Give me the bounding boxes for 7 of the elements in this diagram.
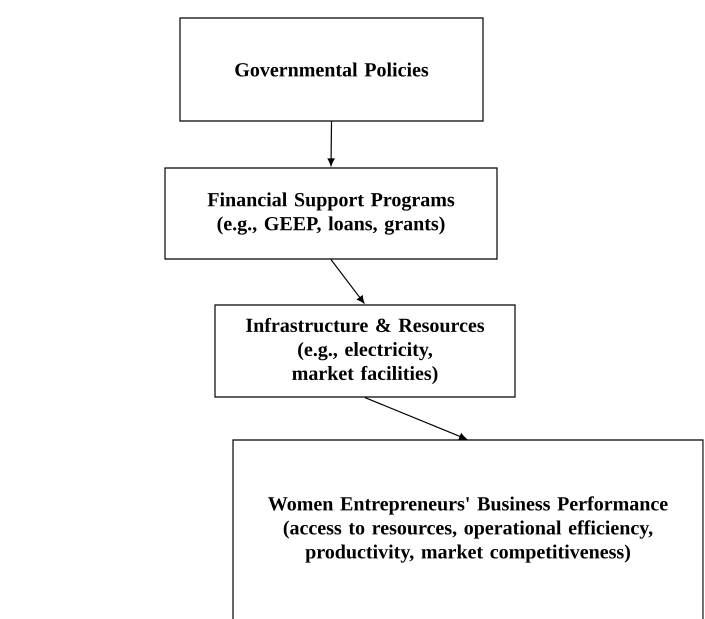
process-box: Women Entrepreneurs' Business Performance (access to resources, operational efficiency, productivity, market competitiveness) bbox=[232, 439, 704, 619]
process-box: Governmental Policies bbox=[179, 17, 484, 122]
process-box: Infrastructure & Resources (e.g., electricity, market facilities) bbox=[214, 304, 516, 398]
process-box: Financial Support Programs (e.g., GEEP, loans, grants) bbox=[164, 167, 498, 260]
arrow bbox=[330, 259, 364, 304]
arrow bbox=[364, 397, 467, 440]
arrow bbox=[328, 122, 335, 166]
